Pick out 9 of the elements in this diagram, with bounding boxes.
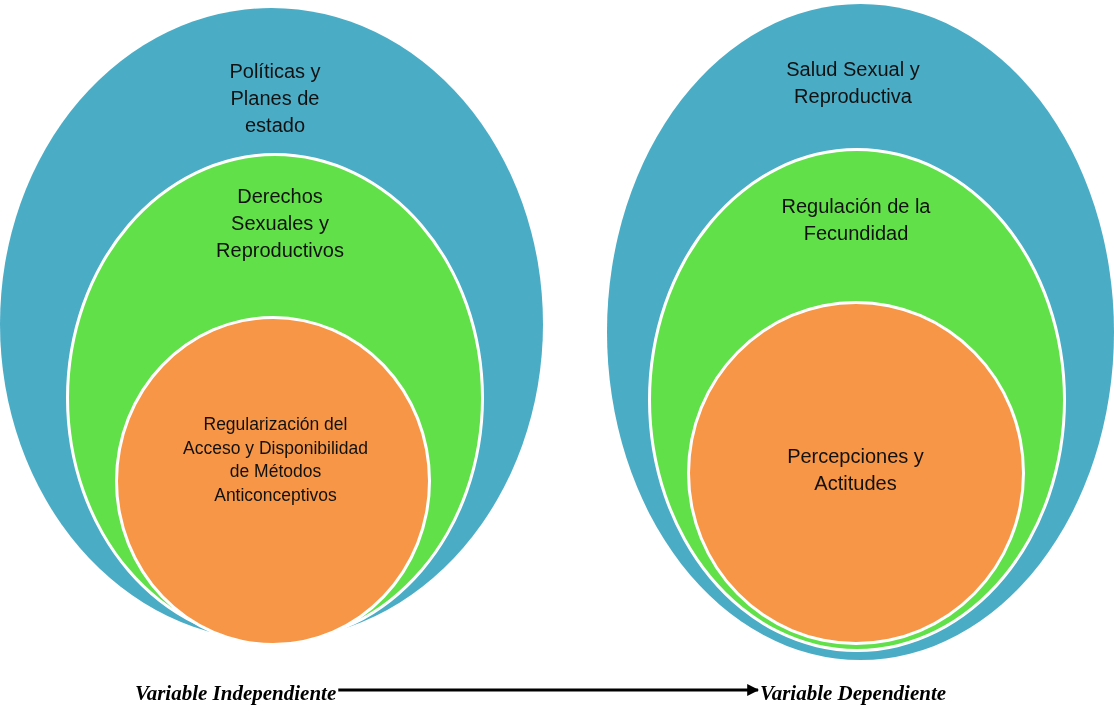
arrow — [338, 684, 760, 696]
ellipse-label: Derechos Sexuales y Reproductivos — [215, 184, 345, 263]
variable-caption: Variable Independiente — [135, 676, 337, 710]
ellipse-label: Salud Sexual y Reproductiva — [785, 57, 921, 109]
ellipse-label: Políticas y Planes de estado — [228, 59, 322, 138]
ellipse-label: Percepciones y Actitudes — [786, 444, 925, 496]
variable-caption: Variable Dependiente — [760, 676, 947, 710]
ellipse-label: Regulación de la Fecundidad — [780, 194, 932, 246]
ellipse-label: Regularización del Acceso y Disponibilidad de Métodos Anticonceptivos — [183, 413, 368, 507]
